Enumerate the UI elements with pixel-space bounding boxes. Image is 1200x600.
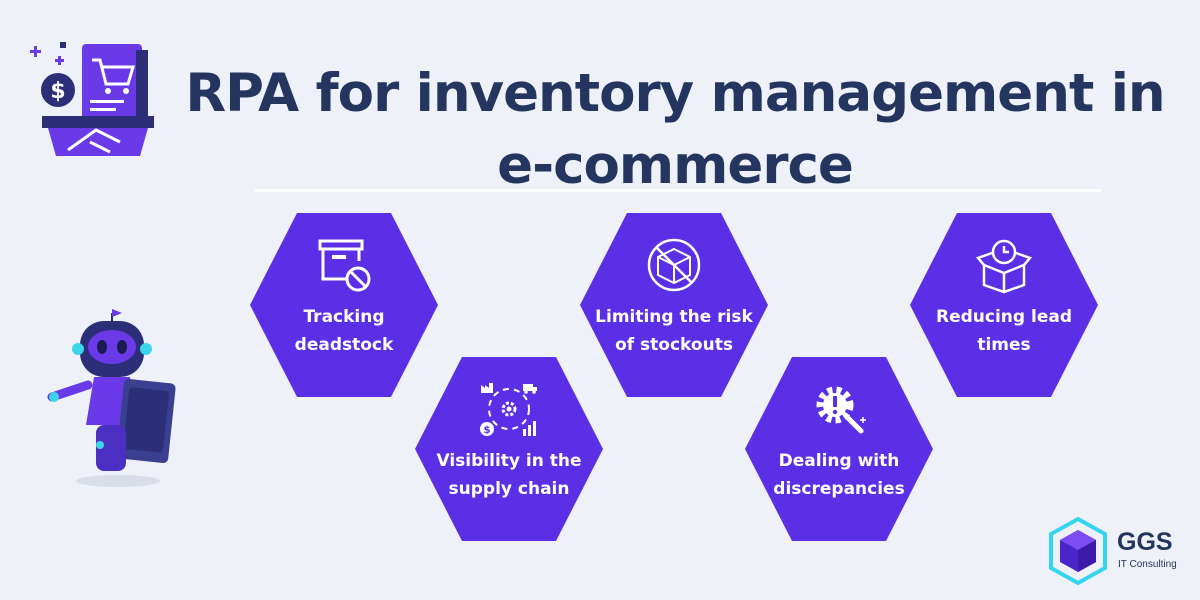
svg-text:$: $: [50, 79, 65, 104]
supply-chain-cycle-icon: $: [480, 383, 537, 436]
svg-text:$: $: [484, 425, 491, 436]
ecommerce-illustration-icon: $: [30, 42, 154, 156]
hexagon-label: Reducing lead times: [936, 307, 1072, 355]
ggs-logo-icon: [1049, 516, 1107, 586]
no-box-icon: [647, 238, 701, 292]
robot-illustration-icon: [47, 309, 176, 487]
hexagon-tracking-deadstock: Tracking deadstock: [250, 213, 438, 397]
hexagon-reducing-lead-times: Reducing lead times: [910, 213, 1098, 397]
hexagon-label: Tracking deadstock: [294, 307, 394, 355]
hexagon-label: Dealing with discrepancies: [773, 451, 905, 499]
company-tagline: IT Consulting: [1118, 559, 1177, 570]
gear-search-icon: [816, 386, 866, 434]
box-clock-icon: [975, 239, 1033, 294]
hexagon-label: Visibility in the supply chain: [436, 451, 582, 499]
hexagon-dealing-discrepancies: Dealing with discrepancies: [745, 357, 933, 541]
page-title: RPA for inventory management in e-commer…: [185, 62, 1165, 196]
title-divider: [255, 189, 1101, 192]
hexagon-supply-chain-visibility: $ Visibility in the supply chain: [415, 357, 603, 541]
archive-blocked-icon: [318, 239, 371, 292]
hexagon-limiting-stockouts: Limiting the risk of stockouts: [580, 213, 768, 397]
company-name: GGS: [1117, 528, 1173, 556]
hexagon-label: Limiting the risk of stockouts: [595, 307, 753, 355]
